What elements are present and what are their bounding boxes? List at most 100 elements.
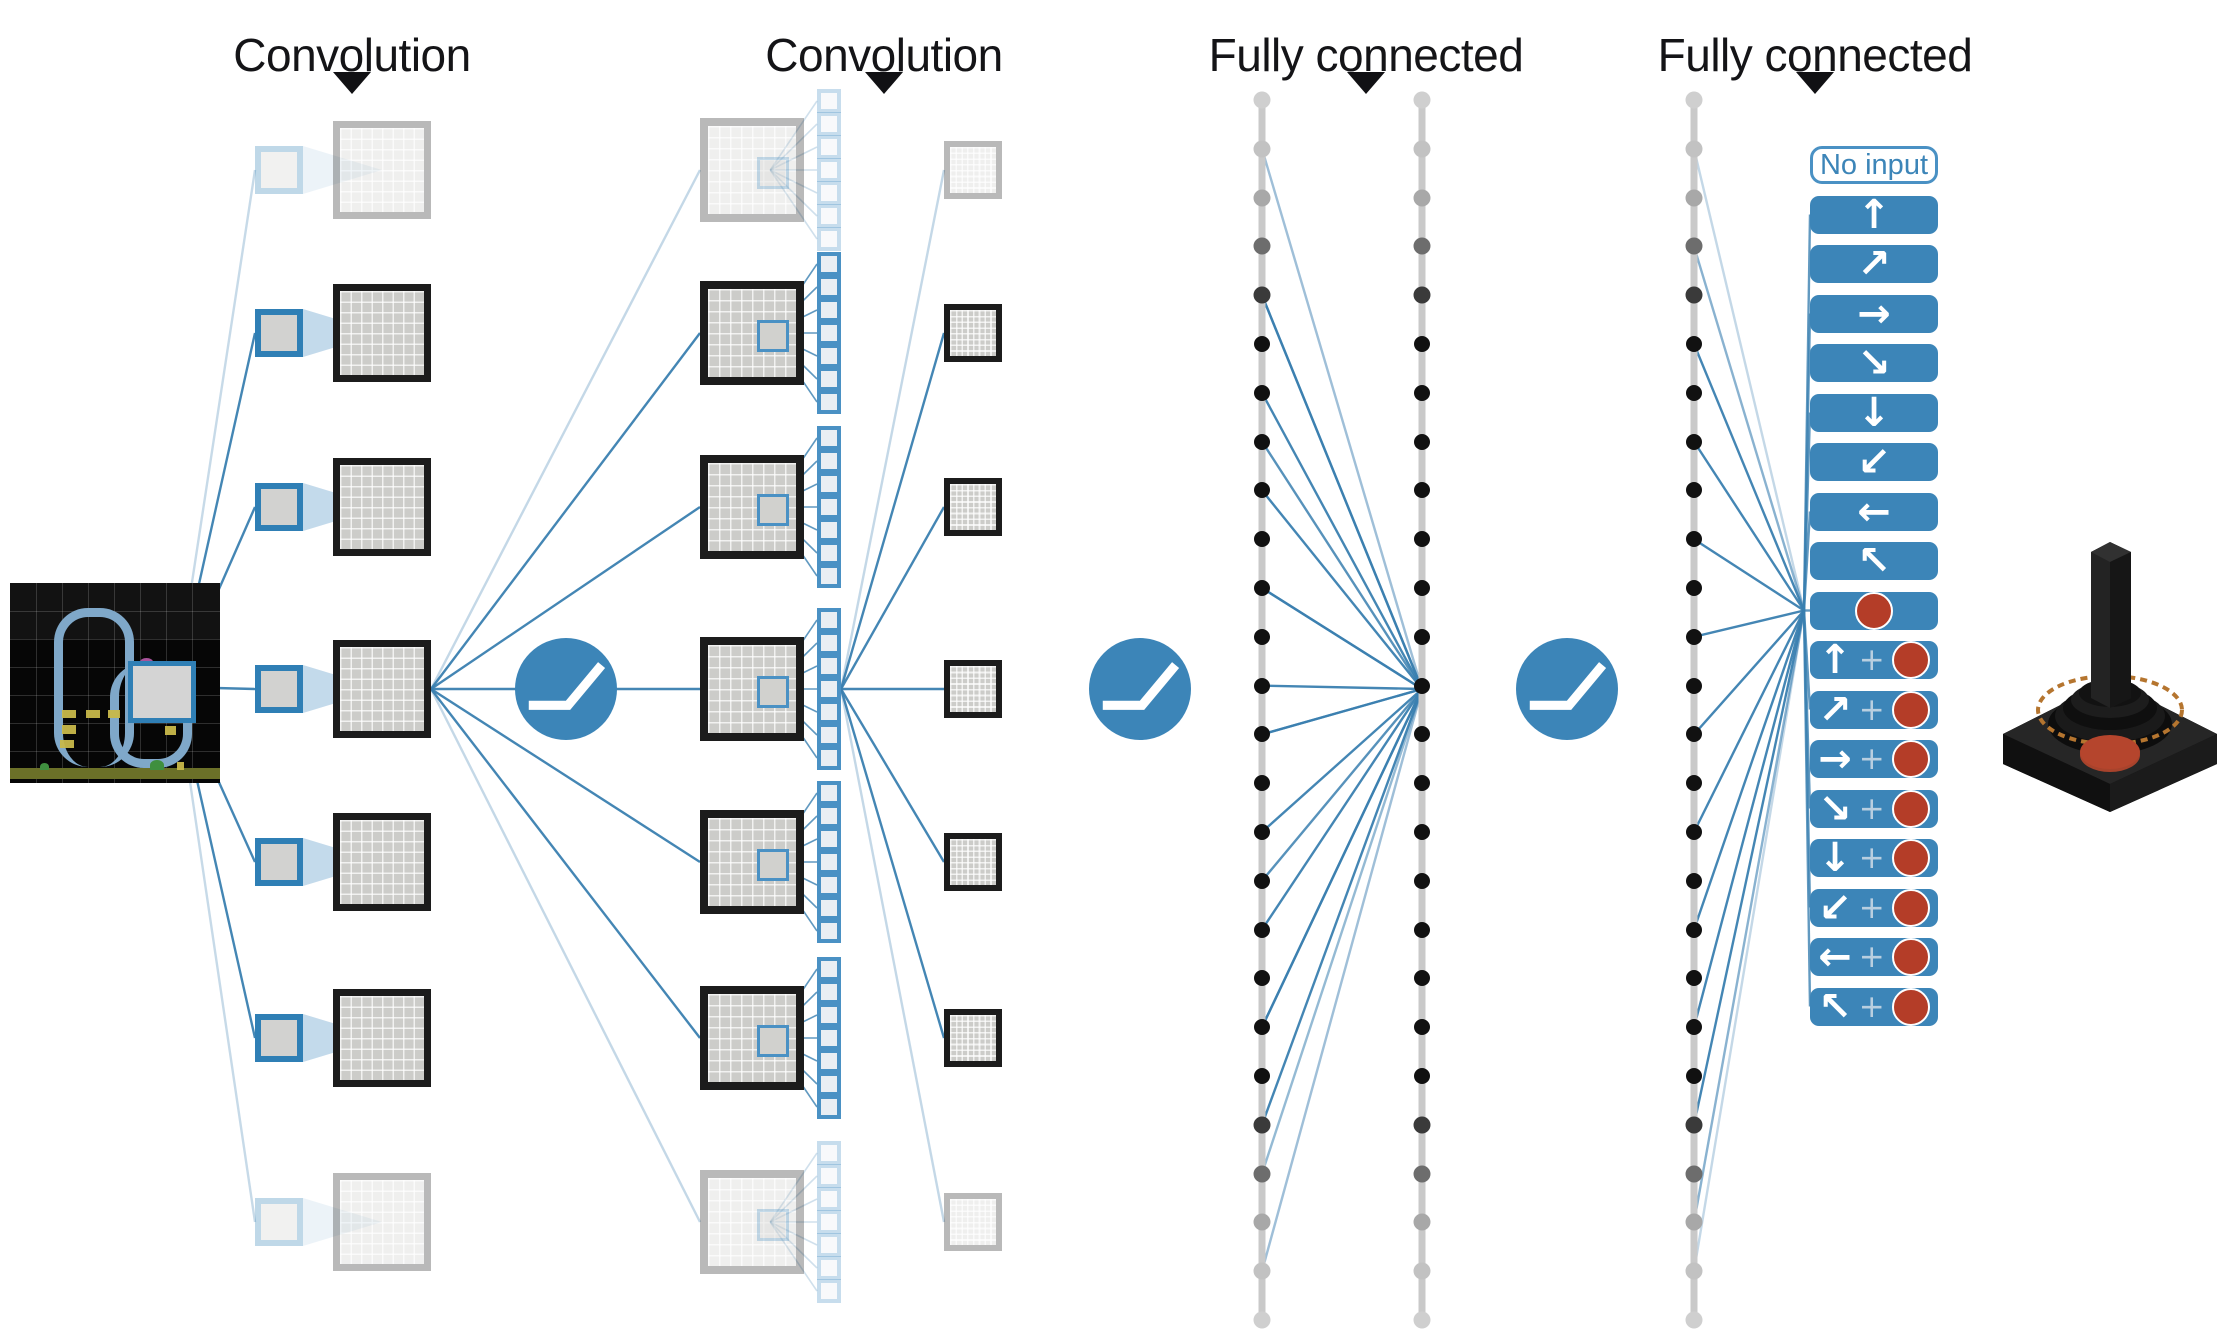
action-button-left-fire[interactable]: ←+ — [1810, 934, 1938, 980]
connection-line — [430, 688, 701, 1039]
fire-dot-icon — [1891, 690, 1930, 729]
conv2-output-map — [944, 478, 1002, 536]
fc-column-1-node — [1254, 726, 1270, 743]
conv2-kernel-tap — [817, 158, 841, 182]
fc-column-1-node — [1253, 1165, 1271, 1183]
conv2-kernel-tap — [817, 781, 841, 805]
action-button-right[interactable]: → — [1810, 294, 1938, 334]
action-button-down-fire[interactable]: ↓+ — [1810, 838, 1938, 878]
conv1-input-patch — [255, 838, 303, 886]
conv1-projection-cone — [303, 146, 382, 194]
arrow-left-fire-icon: ← — [1818, 934, 1852, 980]
action-button-left[interactable]: ← — [1810, 488, 1938, 535]
fc-column-1-node — [1254, 677, 1270, 694]
fc-column-1-node — [1254, 824, 1270, 840]
fc-column-2-node — [1413, 91, 1431, 109]
fc-column-2-node — [1413, 189, 1431, 207]
ground-strip — [10, 768, 220, 779]
connection-line — [1261, 688, 1423, 833]
action-button-up[interactable]: ↑ — [1810, 195, 1938, 235]
conv2-kernel-tap — [817, 449, 841, 473]
action-button-up-left-fire[interactable]: ↖+ — [1810, 983, 1938, 1030]
conv1-feature-map — [333, 121, 431, 219]
fc-column-1-node — [1254, 580, 1270, 596]
fc-column-2-node — [1414, 921, 1430, 938]
connection-line — [1692, 148, 1806, 611]
fc-column-3-spine — [1690, 100, 1698, 1320]
fc-column-1-node — [1254, 872, 1270, 889]
conv1-input-patch — [255, 665, 303, 713]
fire-dot-icon — [1855, 591, 1893, 630]
plus-symbol: + — [1858, 840, 1885, 876]
plus-symbol: + — [1858, 889, 1885, 926]
fc-column-2-node — [1413, 1311, 1431, 1329]
connection-line — [1692, 343, 1806, 611]
fc-column-1-node — [1254, 1068, 1270, 1084]
conv2-kernel-tap — [817, 541, 841, 565]
action-button-down[interactable]: ↓ — [1810, 393, 1938, 433]
conv2-kernel-tap — [817, 654, 841, 678]
fire-dot-icon — [1891, 987, 1930, 1026]
fc-column-2-node — [1413, 286, 1431, 304]
conv2-kernel-tap — [817, 472, 841, 496]
fc-column-3-node — [1686, 775, 1702, 792]
action-button-down-left[interactable]: ↙ — [1810, 439, 1938, 485]
connection-line — [1260, 688, 1424, 1272]
atari-game-frame — [10, 583, 220, 783]
fc-column-2-node — [1414, 677, 1430, 694]
connection-line — [1260, 148, 1424, 690]
fc-column-3-node — [1686, 482, 1702, 499]
conv2-kernel-tap — [817, 135, 841, 159]
connection-line — [1260, 688, 1424, 1126]
arrow-left-icon: ← — [1857, 488, 1891, 535]
conv2-kernel-tap — [817, 677, 841, 701]
fc-column-3-node — [1685, 286, 1703, 304]
conv2-feature-map — [700, 118, 804, 222]
connection-line — [1260, 688, 1424, 1272]
joystick-stick — [2091, 542, 2131, 708]
fc-column-2-spine — [1418, 100, 1426, 1320]
conv2-kernel-tap — [817, 1233, 841, 1257]
marker-conv1-icon — [333, 72, 371, 94]
relu-after-fc1-icon — [1516, 638, 1618, 740]
action-button-down-right-fire[interactable]: ↘+ — [1810, 789, 1938, 829]
action-button-up-right-fire[interactable]: ↗+ — [1810, 690, 1938, 730]
connection-line — [839, 688, 946, 1039]
action-button-up-right[interactable]: ↗ — [1810, 244, 1938, 284]
action-button-up-fire[interactable]: ↑+ — [1810, 640, 1938, 680]
fc-column-2-node — [1414, 482, 1430, 499]
action-button-fire[interactable] — [1810, 591, 1938, 630]
conv2-output-map — [944, 660, 1002, 718]
connection-line — [1261, 684, 1423, 691]
arrow-down-left-fire-icon: ↙ — [1818, 884, 1852, 931]
conv1-input-patch — [255, 309, 303, 357]
fc-column-3-node — [1686, 726, 1702, 743]
fc-column-2-node — [1413, 1213, 1431, 1231]
fc-column-1-node — [1253, 140, 1271, 158]
fc-column-3-node — [1685, 1213, 1703, 1231]
plus-symbol: + — [1858, 790, 1885, 827]
fc-column-3-node — [1686, 921, 1702, 938]
action-button-down-right[interactable]: ↘ — [1810, 343, 1938, 383]
fc-column-3-node — [1686, 384, 1702, 401]
conv2-kernel-tap — [817, 957, 841, 981]
conv2-kernel-tap — [817, 112, 841, 136]
action-button-down-left-fire[interactable]: ↙+ — [1810, 884, 1938, 931]
connection-line — [1261, 688, 1423, 931]
connection-line — [1692, 440, 1806, 612]
action-button-right-fire[interactable]: →+ — [1810, 739, 1938, 779]
fc-column-3-node — [1686, 531, 1702, 548]
fc-column-2-node — [1413, 237, 1431, 255]
connection-line — [1260, 688, 1424, 1028]
marker-fc1-icon — [1347, 72, 1385, 94]
connection-line — [1260, 688, 1424, 1028]
action-button-no-input[interactable]: No input — [1810, 146, 1938, 184]
action-button-up-left[interactable]: ↖ — [1810, 538, 1938, 584]
arrow-up-left-fire-icon: ↖ — [1818, 983, 1852, 1030]
arrow-up-left-icon: ↖ — [1857, 538, 1891, 584]
conv2-kernel-tap — [817, 89, 841, 113]
connection-line — [1692, 610, 1806, 1223]
conv2-kernel-tap — [817, 1279, 841, 1303]
arrow-down-left-icon: ↙ — [1857, 439, 1891, 485]
